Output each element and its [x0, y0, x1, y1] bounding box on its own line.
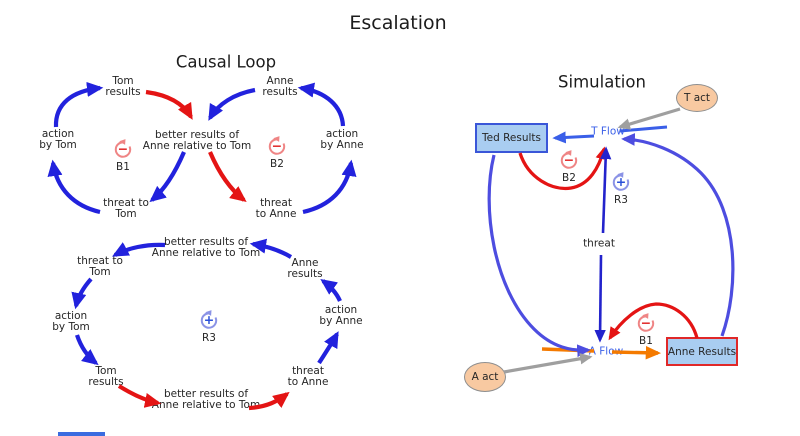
link-threat-upper [599, 146, 612, 234]
balancing-loop-icon: − [268, 136, 286, 155]
t-flow-label: T Flow [591, 125, 625, 138]
balancing-loop-icon: − [637, 313, 655, 332]
node-action-by-tom-r3: action by Tom [52, 309, 90, 333]
loop-marker-r3: + R3 [198, 309, 220, 344]
page-title: Escalation [349, 12, 447, 34]
anne-results-label: Anne Results [667, 345, 737, 358]
arrow-threat-to-anne-to-action-by-anne-r3 [317, 331, 339, 365]
causal-loop-title: Causal Loop [175, 52, 277, 72]
loop-label-r3-sim: R3 [614, 194, 628, 206]
reinforcing-loop-icon: + [612, 172, 630, 191]
arrow-threat-to-tom-to-action-by-tom [47, 159, 101, 215]
t-flow-arrow-into-ted-results [552, 131, 595, 144]
svg-text:−: − [641, 315, 651, 330]
ted-results-stock: Ted Results [475, 123, 548, 153]
a-flow-label: A Flow [588, 345, 624, 358]
svg-text:+: + [616, 174, 626, 189]
anne-results-stock: Anne Results [666, 337, 738, 366]
simulation-title: Simulation [558, 72, 646, 92]
node-threat-to-tom-r3: threat to Tom [77, 254, 123, 278]
node-tom-results: Tom results [105, 74, 141, 98]
link-anne-results-to-t-flow [621, 133, 735, 337]
svg-text:−: − [118, 141, 128, 156]
t-act-label: T act [683, 92, 711, 104]
svg-text:+: + [204, 312, 214, 327]
node-anne-results: Anne results [262, 74, 298, 98]
link-t-act-to-t-flow [617, 107, 681, 130]
link-ted-results-to-a-flow [487, 154, 591, 358]
node-threat-to-anne-r3: threat to Anne [287, 364, 329, 388]
arrow-action-by-anne-to-anne-results [297, 82, 346, 127]
arrow-action-by-tom-to-tom-results-r3 [75, 334, 99, 366]
arrow-anne-results-to-better-results [208, 87, 256, 121]
a-flow-pipe-left [541, 347, 595, 353]
a-act-converter: A act [464, 362, 506, 392]
svg-text:−: − [564, 152, 574, 167]
window-edge-fragment [58, 432, 105, 436]
node-action-by-anne: action by Anne [320, 127, 364, 151]
arrow-threat-to-anne-to-action-by-anne [302, 159, 357, 215]
reinforcing-loop-icon: + [200, 310, 218, 329]
node-action-by-tom: action by Tom [39, 127, 77, 151]
loop-marker-b2: − B2 [266, 135, 288, 170]
t-act-converter: T act [676, 84, 718, 112]
loop-marker-b1-sim: − B1 [635, 312, 657, 347]
ted-results-label: Ted Results [481, 132, 541, 144]
threat-link-label: threat [583, 237, 615, 250]
link-threat-lower [594, 254, 606, 343]
node-action-by-anne-r3: action by Anne [319, 303, 363, 327]
balancing-loop-icon: − [560, 150, 578, 169]
loop-label-b1-sim: B1 [639, 335, 653, 347]
node-better-results: better results of Anne relative to Tom [142, 128, 252, 152]
loop-marker-b2-sim: − B2 [558, 149, 580, 184]
arrow-better-results-to-threat-to-tom [149, 151, 186, 203]
a-act-label: A act [471, 371, 499, 383]
link-a-act-to-a-flow [503, 353, 593, 374]
loop-label-r3: R3 [202, 332, 216, 344]
loop-marker-r3-sim: + R3 [610, 171, 632, 206]
node-better-results-r3-top: better results of Anne relative to Tom [151, 235, 261, 259]
loop-label-b2: B2 [270, 158, 284, 170]
arrow-tom-results-to-better-results [145, 89, 193, 120]
arrow-action-by-tom-to-tom-results [53, 81, 104, 128]
svg-text:−: − [272, 138, 282, 153]
t-flow-pipe-right [619, 125, 668, 133]
balancing-loop-icon: − [114, 139, 132, 158]
arrow-threat-to-tom-to-action-by-tom-r3 [71, 277, 93, 310]
node-anne-results-r3: Anne results [287, 256, 323, 280]
node-threat-to-tom: threat to Tom [103, 196, 149, 220]
loop-label-b2-sim: B2 [562, 172, 576, 184]
node-tom-results-r3: Tom results [88, 364, 124, 388]
arrow-action-by-anne-to-anne-results-r3 [320, 279, 342, 302]
arrow-better-results-to-threat-to-anne [208, 151, 247, 203]
node-better-results-r3-bottom: better results of Anne relative to Tom [151, 387, 261, 411]
loop-label-b1: B1 [116, 161, 130, 173]
node-threat-to-anne: threat to Anne [255, 196, 297, 220]
loop-marker-b1: − B1 [112, 138, 134, 173]
